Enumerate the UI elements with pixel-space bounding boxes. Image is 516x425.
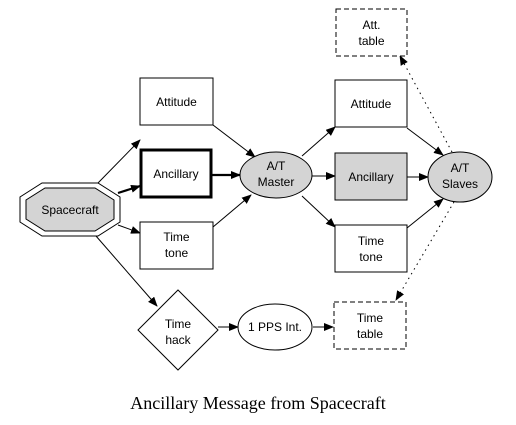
time-tone-out-box	[334, 224, 408, 273]
ancillary-out-label: Ancillary	[348, 170, 393, 184]
time-tone-in-box	[139, 221, 214, 270]
edge-time-tone-out-slaves	[406, 198, 444, 229]
node-at-master: A/T Master	[239, 151, 313, 199]
time-tone-out-label-line1: Time	[358, 234, 385, 248]
ancillary-in-box	[139, 148, 213, 199]
spacecraft-inner-octagon	[25, 187, 115, 232]
edge-master-time-tone-out	[301, 195, 336, 228]
node-attitude-out: Attitude	[334, 79, 408, 128]
diagram-caption: Ancillary Message from Spacecraft	[130, 393, 385, 413]
at-master-label-line2: Master	[258, 175, 295, 189]
att-table-label-line2: table	[358, 34, 384, 48]
node-attitude-in: Attitude	[139, 77, 214, 126]
edge-attitude-out-slaves	[406, 127, 444, 156]
pps-int-ellipse	[237, 303, 313, 351]
time-table-label-line2: table	[357, 327, 383, 341]
edge-spacecraft-time-tone	[117, 224, 141, 234]
time-tone-in-label-line1: Time	[163, 230, 190, 244]
time-table-label-line1: Time	[357, 311, 384, 325]
pps-int-label: 1 PPS Int.	[248, 320, 302, 334]
ancillary-out-box	[334, 152, 408, 201]
at-master-ellipse	[239, 151, 313, 199]
at-slaves-label-line2: Slaves	[442, 177, 478, 191]
edge-time-tone-master	[212, 194, 252, 228]
node-att-table: Att. table	[335, 8, 408, 57]
attitude-out-box	[334, 79, 408, 128]
time-tone-out-label-line2: tone	[359, 250, 383, 264]
edge-slaves-att-table	[399, 55, 453, 153]
node-spacecraft: Spacecraft	[19, 182, 121, 237]
node-time-table: Time table	[333, 301, 407, 350]
at-slaves-ellipse	[427, 151, 493, 203]
ancillary-in-label: Ancillary	[153, 167, 198, 181]
node-at-slaves: A/T Slaves	[427, 151, 493, 203]
spacecraft-label: Spacecraft	[41, 203, 99, 217]
edge-spacecraft-time-hack	[95, 235, 158, 307]
edge-spacecraft-attitude	[97, 139, 141, 184]
att-table-label-line1: Att.	[362, 18, 380, 32]
attitude-out-label: Attitude	[351, 97, 392, 111]
edge-spacecraft-ancillary	[117, 184, 141, 195]
at-slaves-label-line1: A/T	[451, 161, 470, 175]
attitude-in-box	[139, 77, 214, 126]
node-time-tone-in: Time tone	[139, 221, 214, 270]
node-time-hack: Time hack	[137, 289, 219, 371]
attitude-in-label: Attitude	[156, 95, 197, 109]
node-ancillary-in: Ancillary	[139, 148, 213, 199]
att-table-box	[335, 8, 408, 57]
edges	[95, 55, 455, 331]
edge-master-attitude-out	[301, 126, 336, 157]
time-hack-label-line1: Time	[165, 317, 192, 331]
node-ancillary-out: Ancillary	[334, 152, 408, 201]
time-tone-in-label-line2: tone	[165, 246, 189, 260]
node-time-tone-out: Time tone	[334, 224, 408, 273]
edge-attitude-master	[212, 124, 256, 158]
edge-slaves-time-table	[395, 201, 455, 301]
time-hack-diamond	[137, 289, 219, 371]
time-hack-label-line2: hack	[165, 333, 191, 347]
node-pps-int: 1 PPS Int.	[237, 303, 313, 351]
time-table-box	[333, 301, 407, 350]
at-master-label-line1: A/T	[267, 159, 286, 173]
